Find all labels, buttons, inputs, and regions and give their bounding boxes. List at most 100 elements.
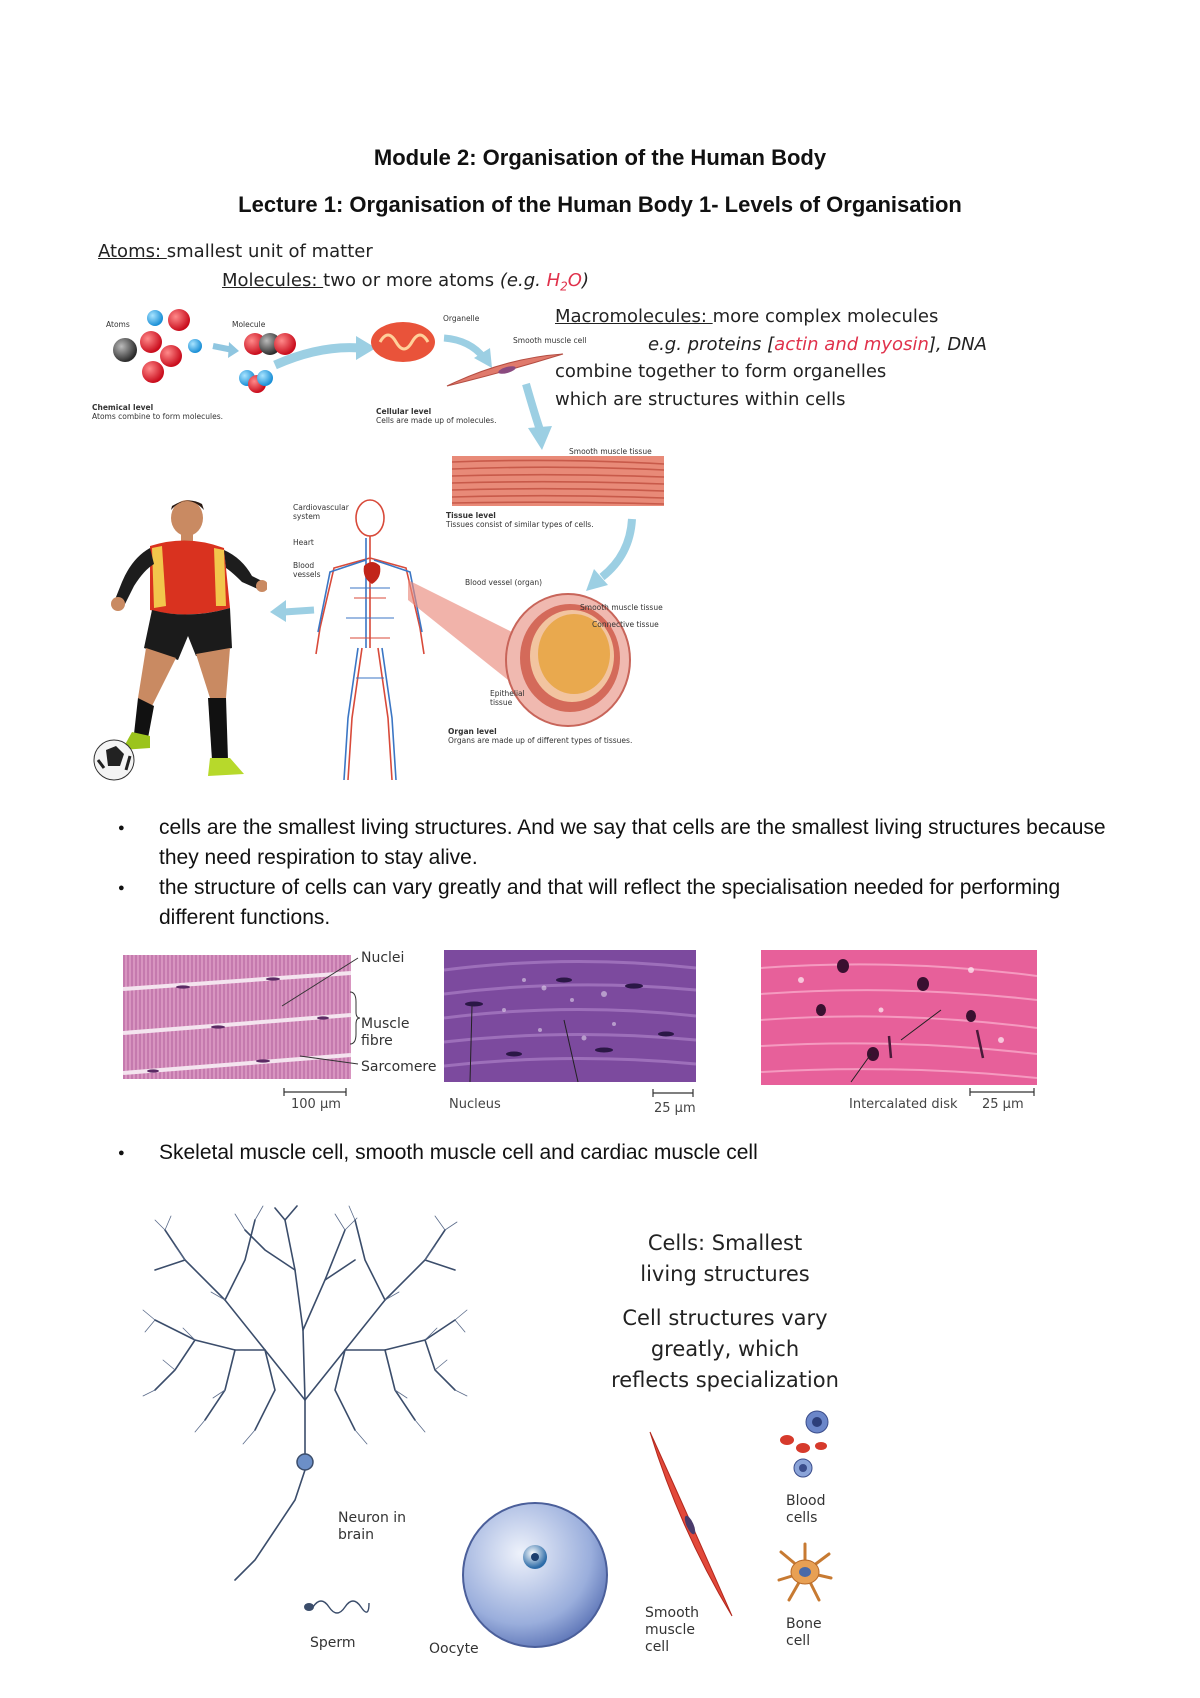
label-muscle: Muscle <box>361 1016 410 1032</box>
label-tissue-level: Tissue level <box>446 511 496 520</box>
label-cellular-level-desc: Cells are made up of molecules. <box>376 416 497 425</box>
label-heart: Heart <box>293 538 314 547</box>
macro-example-red: actin and myosin <box>774 334 929 355</box>
label-atoms: Atoms <box>106 320 130 329</box>
smooth-muscle-cell-illustration <box>446 353 564 387</box>
sperm-illustration <box>304 1600 370 1614</box>
blood-cells-illustration <box>780 1410 829 1478</box>
label-cardiovascular: Cardiovascular <box>293 503 349 512</box>
label-system: system <box>293 512 321 521</box>
label-intercalated-disk: Intercalated disk <box>849 1097 958 1112</box>
label-scale-25b: 25 µm <box>982 1097 1024 1112</box>
bullet-list-2: Skeletal muscle cell, smooth muscle cell… <box>115 1138 1115 1168</box>
page-title: Module 2: Organisation of the Human Body <box>373 145 827 170</box>
label-epithelial-tissue: tissue <box>490 698 513 707</box>
smooth-muscle-tissue-illustration <box>452 456 664 506</box>
cells-text-3: reflects specialization <box>611 1368 839 1392</box>
atoms-desc: smallest unit of matter <box>166 241 373 262</box>
label-tissue-level-desc: Tissues consist of similar types of cell… <box>446 520 594 529</box>
label-blood: Blood <box>293 561 315 570</box>
label-fibre: fibre <box>361 1033 393 1049</box>
macro-label: Macromolecules: <box>555 306 713 327</box>
macro-example-suffix: ], DNA <box>928 334 987 355</box>
cells-text-2: greatly, which <box>650 1337 800 1361</box>
arrow-to-cell <box>443 334 492 368</box>
label-blood-vessel-organ: Blood vessel (organ) <box>465 578 543 587</box>
oocyte-illustration <box>462 1502 608 1648</box>
arrow-to-tissue <box>522 382 552 450</box>
label-cellular-level: Cellular level <box>376 407 432 416</box>
scale-bar-25b <box>969 1088 1035 1096</box>
cells-text: Cell structures vary greatly, which refl… <box>600 1303 850 1396</box>
bullet-item: the structure of cells can vary greatly … <box>115 873 1115 933</box>
label-neuron-1: Neuron in <box>338 1510 407 1526</box>
label-connective-tissue: Connective tissue <box>592 620 659 629</box>
label-sperm: Sperm <box>310 1635 356 1651</box>
label-chemical-level-desc: Atoms combine to form molecules. <box>92 412 223 421</box>
macro-example-prefix: e.g. proteins [ <box>648 334 775 355</box>
label-blood-1: Blood <box>786 1493 826 1509</box>
label-smooth-1: Smooth <box>645 1605 700 1621</box>
arrow-to-organ <box>586 518 636 591</box>
atoms-molecules-illustration <box>113 309 296 393</box>
scale-bar-25a <box>652 1089 694 1097</box>
molecules-example-suffix: ) <box>581 270 589 291</box>
label-scale-100: 100 µm <box>291 1097 341 1112</box>
label-blood-2: cells <box>786 1510 818 1526</box>
molecules-label: Molecules: <box>222 270 324 291</box>
label-sarcomere: Sarcomere <box>361 1059 437 1075</box>
molecules-line: Molecules: two or more atoms (e.g. H2O) <box>222 270 589 294</box>
molecules-formula-h: H <box>546 270 561 291</box>
scale-bar-100 <box>283 1088 347 1096</box>
arrow-to-organism <box>270 600 315 622</box>
label-organ-level-desc: Organs are made up of different types of… <box>448 736 633 745</box>
label-bone-1: Bone <box>786 1616 822 1632</box>
label-smooth-muscle-cell: Smooth muscle cell <box>513 336 587 345</box>
cardiovascular-system-illustration <box>315 499 425 781</box>
label-smooth-muscle-tissue-2: Smooth muscle tissue <box>580 603 663 612</box>
molecules-formula-o: O <box>567 270 582 291</box>
cells-heading: Cells: Smallest living structures <box>600 1228 850 1290</box>
smooth-muscle-micrograph <box>444 950 696 1082</box>
label-bone-2: cell <box>786 1633 811 1649</box>
soccer-player-illustration <box>93 500 267 781</box>
macro-line-1: Macromolecules: more complex molecules <box>555 306 938 327</box>
label-nucleus: Nucleus <box>449 1097 501 1112</box>
label-vessels: vessels <box>293 570 321 579</box>
organelle-illustration <box>371 322 435 362</box>
cells-text-1: Cell structures vary <box>622 1306 828 1330</box>
label-organelle: Organelle <box>443 314 480 323</box>
label-smooth-muscle-tissue: Smooth muscle tissue <box>569 447 652 456</box>
label-smooth-2: muscle <box>645 1622 696 1638</box>
skeletal-annotation-lines <box>281 957 360 1065</box>
macro-line-2: e.g. proteins [actin and myosin], DNA <box>648 334 987 355</box>
molecules-example-prefix: (e.g. <box>499 270 547 291</box>
cardiac-muscle-micrograph <box>761 950 1037 1085</box>
blood-vessel-illustration <box>408 580 631 727</box>
label-molecule: Molecule <box>232 320 266 329</box>
label-neuron-2: brain <box>338 1527 374 1543</box>
macro-line-3: combine together to form organelles <box>555 361 887 382</box>
label-chemical-level: Chemical level <box>92 403 154 412</box>
atoms-line: Atoms: smallest unit of matter <box>98 241 373 262</box>
macro-desc: more complex molecules <box>712 306 939 327</box>
bullet-item: Skeletal muscle cell, smooth muscle cell… <box>115 1138 1115 1168</box>
label-organ-level: Organ level <box>448 727 497 736</box>
atoms-label: Atoms: <box>98 241 167 262</box>
macro-line-4: which are structures within cells <box>555 389 846 410</box>
bullet-list-1: cells are the smallest living structures… <box>115 813 1115 933</box>
label-nuclei: Nuclei <box>361 950 405 966</box>
molecules-formula-sub: 2 <box>560 279 568 294</box>
molecules-desc: two or more atoms <box>323 270 500 291</box>
bone-cell-illustration <box>777 1542 833 1602</box>
bullet-item: cells are the smallest living structures… <box>115 813 1115 873</box>
cells-heading-1: Cells: Smallest <box>647 1231 803 1255</box>
arrow-to-organelle <box>273 336 376 370</box>
label-scale-25a: 25 µm <box>654 1101 696 1116</box>
label-epithelial: Epithelial <box>490 689 525 698</box>
smooth-muscle-cell-illustration-2 <box>649 1431 733 1617</box>
label-smooth-3: cell <box>645 1639 670 1655</box>
neuron-illustration <box>142 1205 468 1581</box>
label-oocyte: Oocyte <box>429 1641 479 1657</box>
